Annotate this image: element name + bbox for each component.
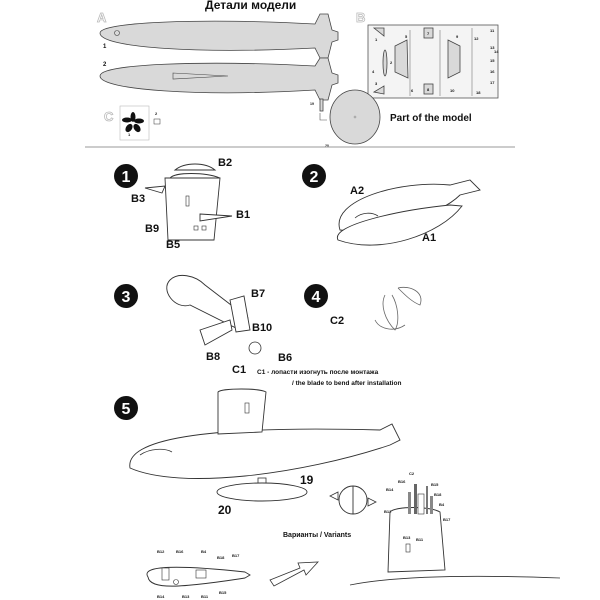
parts-subtitle: Part of the model — [390, 113, 472, 124]
label-b7: B7 — [251, 288, 265, 300]
top-view-label: B16 — [176, 549, 184, 554]
label-20: 20 — [218, 503, 232, 517]
sprue-label: 2 — [390, 60, 393, 65]
label-a2: A2 — [350, 185, 364, 197]
top-view-label: B4 — [201, 549, 207, 554]
label-b8: B8 — [206, 351, 220, 363]
label-c2: C2 — [330, 315, 344, 327]
step-2-badge — [302, 164, 326, 188]
arrow-icon — [269, 561, 319, 587]
stand-parts — [319, 89, 381, 145]
rotate-arrows-icon — [329, 485, 377, 515]
sprue-label: 13 — [490, 45, 495, 50]
label-c1: C1 — [232, 364, 246, 376]
tower-label: B12 — [384, 509, 392, 514]
photoetch-sheet-c — [119, 105, 161, 141]
sprue-label: 10 — [450, 88, 455, 93]
top-view-labels: B12 B16 B4 B18 B17 B14 B13 B11 B15 — [157, 549, 240, 599]
stand-label-19: 19 — [310, 102, 314, 106]
sprue-label: 7 — [427, 31, 430, 36]
label-b6: B6 — [278, 352, 292, 364]
sprue-label: 16 — [490, 69, 495, 74]
sprue-label: 18 — [476, 90, 481, 95]
step-3-badge — [114, 284, 138, 308]
variants-label: Варианты / Variants — [283, 532, 351, 539]
tower-label: B18 — [434, 492, 442, 497]
step-2-hull-assembly — [337, 179, 481, 246]
top-view-variant — [146, 566, 251, 587]
top-view-label: B14 — [157, 594, 165, 599]
note-russian: C1 - лопасти изогнуть после монтажа — [257, 369, 379, 376]
tower-label: B16 — [398, 479, 406, 484]
label-b5: B5 — [166, 239, 180, 251]
step-3-stern-assembly — [166, 274, 262, 355]
label-b2: B2 — [218, 157, 232, 169]
hull-label-1: 1 — [103, 44, 107, 50]
sheet-label-a: A — [97, 10, 107, 25]
tower-label: B15 — [431, 482, 439, 487]
sprue-label: 1 — [375, 37, 378, 42]
label-b10: B10 — [252, 322, 272, 334]
sprue-label: 12 — [474, 36, 479, 41]
parts-title: Детали модели — [205, 0, 296, 12]
sprue-label: 15 — [490, 58, 495, 63]
tower-labels: C2 B16 B15 B14 B18 B4 B12 B17 B13 B11 — [384, 471, 451, 542]
label-b9: B9 — [145, 223, 159, 235]
sprue-b — [367, 24, 499, 99]
step-4-number: 4 — [312, 289, 321, 306]
sprue-label: 8 — [427, 87, 430, 92]
sprue-label: 9 — [456, 34, 459, 39]
tower-label: B14 — [386, 487, 394, 492]
tower-label: B13 — [403, 535, 411, 540]
hull-label-2: 2 — [103, 62, 107, 68]
step-1-number: 1 — [122, 169, 131, 186]
step-5-badge — [114, 396, 138, 420]
tower-label: C2 — [409, 471, 415, 476]
tower-label: B4 — [439, 502, 445, 507]
sprue-label: 5 — [405, 34, 408, 39]
top-view-label: B18 — [217, 555, 225, 560]
hull-part-2 — [99, 57, 339, 101]
top-view-label: B11 — [201, 594, 209, 599]
step-3-number: 3 — [122, 289, 131, 306]
photoetch-label-1: 1 — [128, 132, 131, 137]
photoetch-label-2: 2 — [155, 111, 158, 116]
top-view-label: B13 — [182, 594, 190, 599]
sprue-label: 17 — [490, 80, 495, 85]
tower-variant-detail — [349, 484, 561, 586]
step-1-tower-assembly — [144, 163, 233, 241]
label-a1: A1 — [422, 232, 436, 244]
hull-part-1 — [99, 13, 339, 59]
note-english: / the blade to bend after installation — [292, 380, 401, 387]
top-view-label: B15 — [219, 590, 227, 595]
label-19: 19 — [300, 473, 314, 487]
sprue-labels: 1 2 3 4 5 6 7 8 9 10 11 12 13 14 15 16 1… — [372, 28, 499, 95]
step-5-number: 5 — [122, 401, 131, 418]
step-1-badge — [114, 164, 138, 188]
sprue-label: 14 — [494, 49, 499, 54]
sheet-label-b: B — [356, 10, 365, 25]
sprue-label: 4 — [372, 69, 375, 74]
tower-label: B17 — [443, 517, 451, 522]
sprue-label: 3 — [375, 81, 378, 86]
sprue-label: 11 — [490, 28, 495, 33]
step-2-number: 2 — [310, 169, 319, 186]
top-view-label: B17 — [232, 553, 240, 558]
label-b1: B1 — [236, 209, 250, 221]
step-4-badge — [304, 284, 328, 308]
sheet-label-c: C — [104, 109, 114, 124]
step-4-propeller — [374, 286, 422, 331]
tower-label: B11 — [416, 537, 424, 542]
sprue-label: 6 — [411, 88, 414, 93]
top-view-label: B12 — [157, 549, 165, 554]
step-5-submarine-on-stand — [129, 388, 401, 502]
label-b3: B3 — [131, 193, 145, 205]
stand-label-20: 20 — [325, 144, 329, 148]
